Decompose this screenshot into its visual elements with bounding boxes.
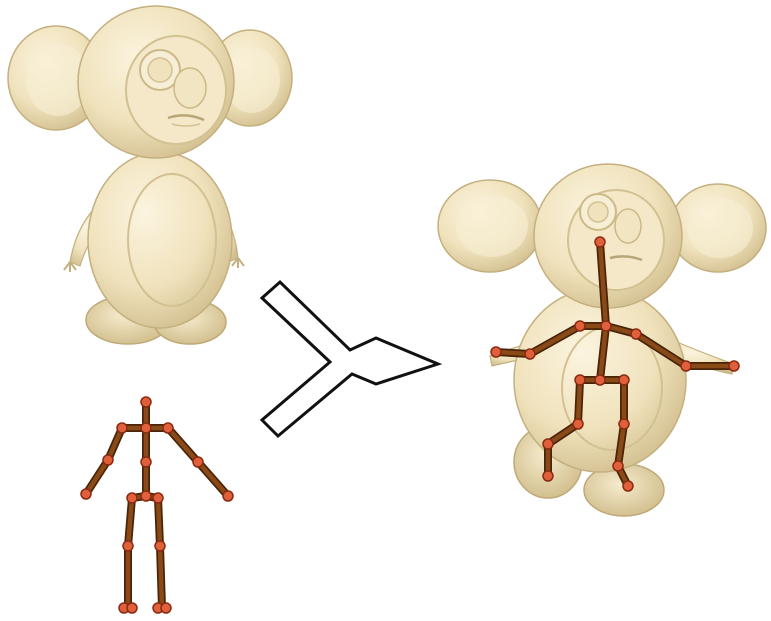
skeleton-bones-fill: [86, 402, 228, 608]
nose: [174, 68, 206, 108]
character-model-rigged-posed: [438, 164, 766, 516]
skeleton-rig: [81, 397, 233, 613]
character-model-unrigged: [8, 6, 292, 344]
right-arrow-icon: [262, 282, 438, 436]
body: [88, 152, 232, 328]
nose: [615, 209, 641, 243]
